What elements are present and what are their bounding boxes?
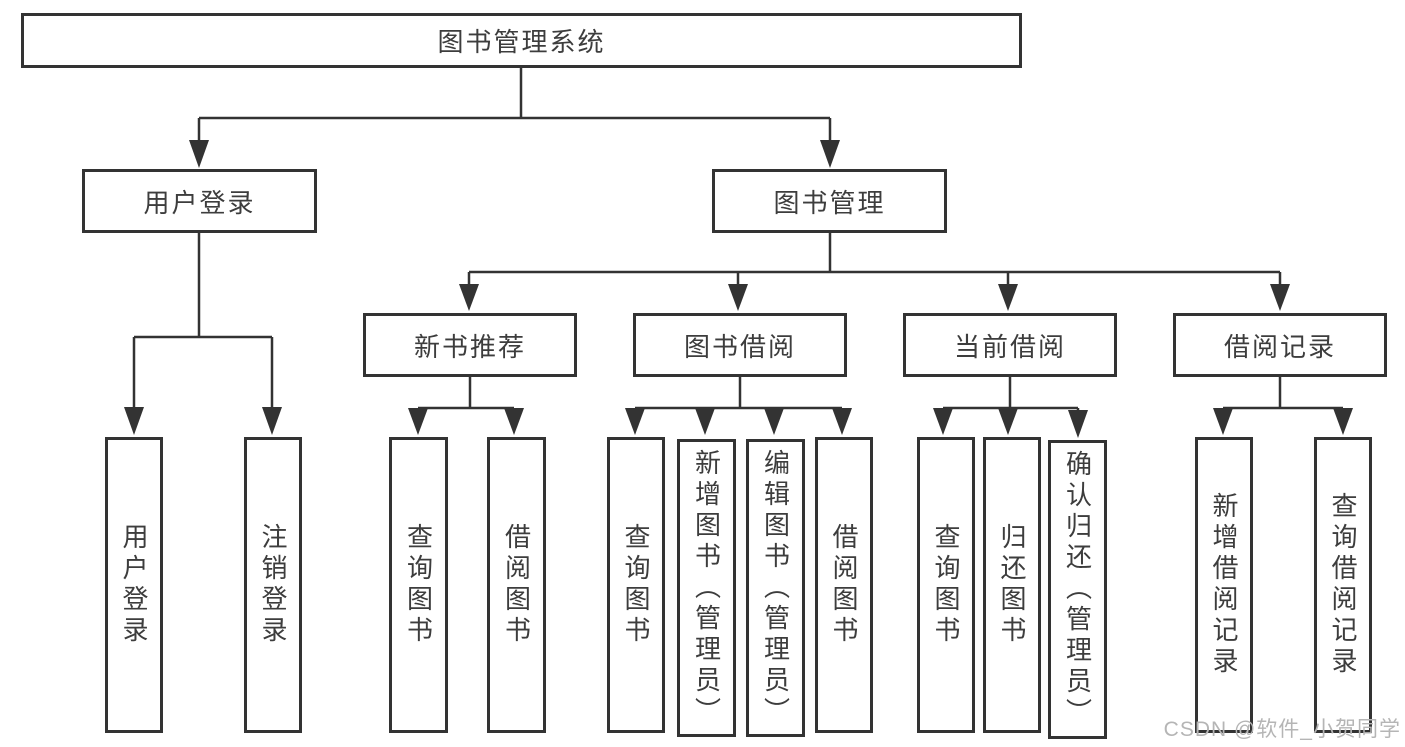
node-query-books-2-label: 查询图书 bbox=[621, 523, 651, 647]
node-new-book-recommendation: 新书推荐 bbox=[363, 313, 577, 377]
node-library-management-system: 图书管理系统 bbox=[21, 13, 1022, 68]
node-add-book-admin-label: 新增图书（管理员） bbox=[691, 448, 722, 728]
node-add-borrow-record: 新增借阅记录 bbox=[1195, 437, 1253, 733]
node-book-management: 图书管理 bbox=[712, 169, 947, 233]
node-confirm-return-admin-label: 确认归还（管理员） bbox=[1062, 450, 1093, 729]
node-add-borrow-record-label: 新增借阅记录 bbox=[1209, 492, 1239, 678]
csdn-watermark: CSDN @软件_小贺同学 bbox=[1163, 718, 1401, 741]
node-borrow-books-2-label: 借阅图书 bbox=[829, 523, 859, 647]
node-add-book-admin: 新增图书（管理员） bbox=[677, 439, 736, 737]
connector-root-to-level2 bbox=[189, 68, 840, 168]
node-query-books-3: 查询图书 bbox=[917, 437, 975, 733]
node-query-books-1: 查询图书 bbox=[389, 437, 448, 733]
connector-current-borrowing-children bbox=[933, 377, 1088, 438]
node-edit-book-admin: 编辑图书（管理员） bbox=[746, 439, 805, 737]
node-query-books-3-label: 查询图书 bbox=[931, 523, 961, 647]
connector-book-borrowing-children bbox=[625, 377, 852, 435]
node-edit-book-admin-label: 编辑图书（管理员） bbox=[760, 448, 791, 728]
node-query-borrow-record-label: 查询借阅记录 bbox=[1328, 492, 1358, 678]
node-user-login-leaf-label: 用户登录 bbox=[119, 523, 149, 647]
connector-new-book-children bbox=[408, 377, 524, 435]
node-return-books-label: 归还图书 bbox=[997, 523, 1027, 647]
connector-borrowing-records-children bbox=[1213, 377, 1353, 435]
node-logout: 注销登录 bbox=[244, 437, 302, 733]
node-user-login-label: 用户登录 bbox=[143, 187, 256, 218]
node-return-books: 归还图书 bbox=[983, 437, 1041, 733]
connector-book-management-children bbox=[459, 233, 1290, 311]
node-current-borrowing-label: 当前借阅 bbox=[953, 331, 1066, 362]
node-current-borrowing: 当前借阅 bbox=[903, 313, 1117, 377]
node-borrow-books-1-label: 借阅图书 bbox=[501, 523, 532, 647]
node-borrow-books-2: 借阅图书 bbox=[815, 437, 873, 733]
node-book-borrowing-label: 图书借阅 bbox=[683, 331, 796, 362]
node-library-management-system-label: 图书管理系统 bbox=[437, 27, 606, 57]
node-query-borrow-record: 查询借阅记录 bbox=[1314, 437, 1372, 733]
node-confirm-return-admin: 确认归还（管理员） bbox=[1048, 440, 1107, 739]
connector-user-login-children bbox=[124, 233, 282, 435]
node-query-books-2: 查询图书 bbox=[607, 437, 665, 733]
node-borrowing-records: 借阅记录 bbox=[1173, 313, 1387, 377]
node-new-book-recommendation-label: 新书推荐 bbox=[413, 331, 526, 362]
node-logout-label: 注销登录 bbox=[258, 523, 288, 647]
node-user-login-leaf: 用户登录 bbox=[105, 437, 163, 733]
node-user-login: 用户登录 bbox=[82, 169, 317, 233]
node-borrow-books-1: 借阅图书 bbox=[487, 437, 546, 733]
node-borrowing-records-label: 借阅记录 bbox=[1223, 331, 1336, 362]
node-book-management-label: 图书管理 bbox=[773, 187, 886, 218]
node-query-books-1-label: 查询图书 bbox=[403, 523, 434, 647]
node-book-borrowing: 图书借阅 bbox=[633, 313, 847, 377]
